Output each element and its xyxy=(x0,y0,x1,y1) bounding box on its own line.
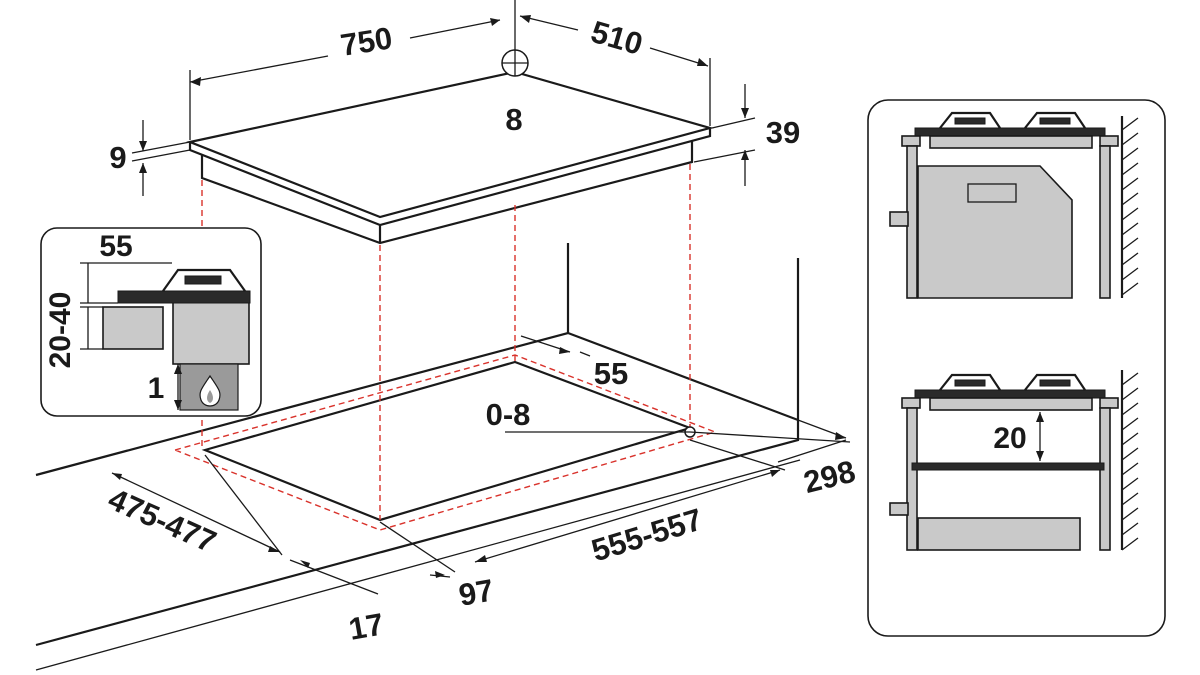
label-cutout-width: 555-557 xyxy=(587,502,706,569)
label-shelf-gap: 20 xyxy=(993,422,1026,455)
label-width: 750 xyxy=(338,20,395,63)
label-front-offset: 97 xyxy=(456,572,496,612)
label-front-edge: 17 xyxy=(346,606,386,646)
dimension-height: 39 xyxy=(693,84,800,186)
label-side-offset: 298 xyxy=(800,454,859,500)
label-connector-offset: 0-8 xyxy=(486,397,531,432)
label-edge-thickness: 9 xyxy=(109,140,126,175)
install-over-drawer: 20 xyxy=(889,370,1139,551)
dimension-front-edge: 17 xyxy=(289,559,386,647)
oven-installation-panel: 20 xyxy=(867,99,1166,637)
dimension-width: 750 xyxy=(189,18,501,140)
install-over-oven xyxy=(889,111,1139,299)
label-depth: 510 xyxy=(587,14,646,62)
label-connector: 8 xyxy=(505,102,522,137)
dimension-front-offset: 97 xyxy=(379,521,496,613)
dimension-cutout-margin: 55 xyxy=(520,335,628,391)
label-height: 39 xyxy=(766,115,800,150)
dimension-depth: 510 xyxy=(519,14,711,126)
label-inset-gap: 1 xyxy=(148,372,165,405)
label-inset-thickness: 20-40 xyxy=(44,292,77,369)
dimension-edge-thickness: 9 xyxy=(109,120,191,196)
projection-lines xyxy=(201,164,691,520)
worktop xyxy=(35,243,801,671)
label-inset-clearance: 55 xyxy=(99,230,132,263)
dimension-cutout-width: 555-557 xyxy=(474,439,786,569)
gas-flame-icon xyxy=(199,374,221,407)
label-cutout-margin: 55 xyxy=(594,356,628,391)
dimension-side-offset: 298 xyxy=(689,419,859,500)
label-cutout-depth: 475-477 xyxy=(103,481,221,559)
hob-drawing xyxy=(186,0,715,245)
inset-worktop-detail: 55 20-40 1 xyxy=(40,227,262,417)
